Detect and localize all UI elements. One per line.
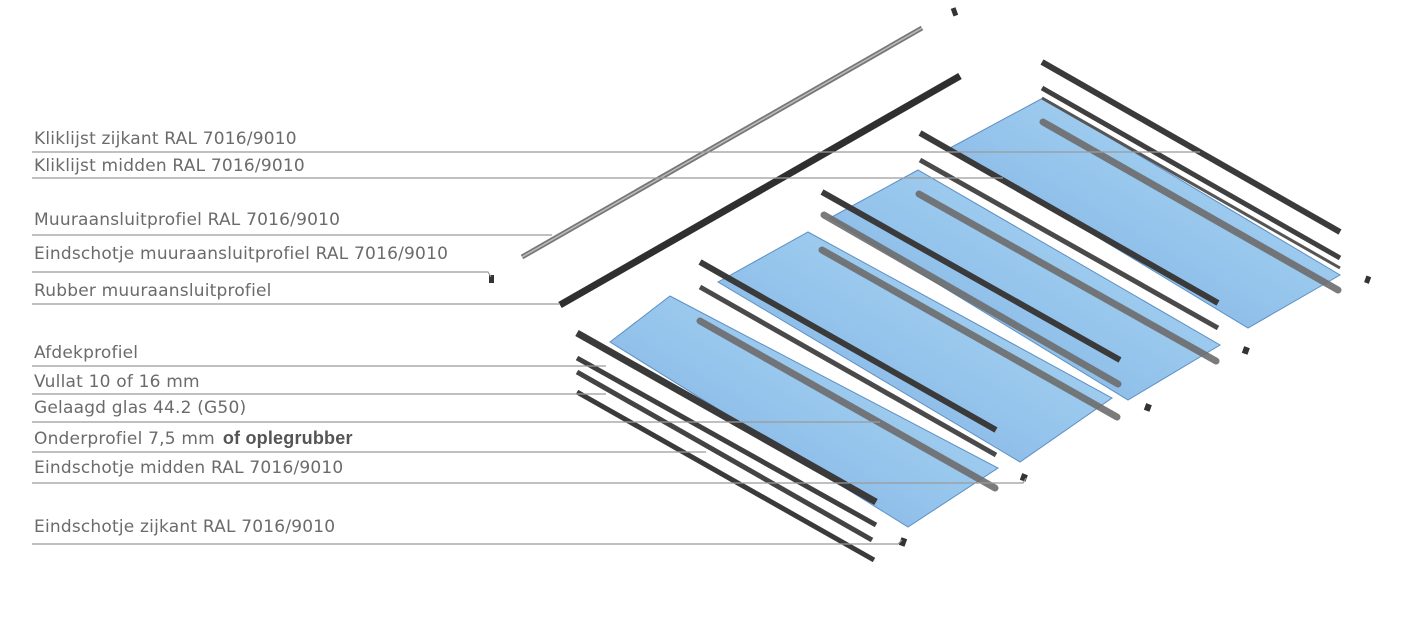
- label-text: Rubber muuraansluitprofiel: [34, 281, 272, 301]
- middle-profiles: [698, 59, 1342, 458]
- label-text: Eindschotje zijkant RAL 7016/9010: [34, 517, 336, 537]
- vullat-midden-3: [918, 157, 1220, 331]
- label-text: Afdekprofiel: [34, 343, 139, 363]
- endcap-midden-1: [1019, 473, 1028, 482]
- glass-strip-1: [696, 317, 999, 492]
- leader-eindschotje-zijkant: [32, 539, 903, 545]
- leader-eindschotje-muuraansluit: [32, 271, 492, 278]
- label-text: Gelaagd glas 44.2 (G50): [34, 398, 247, 418]
- label-rubber-muuraansluitprofiel: Rubber muuraansluitprofiel: [34, 281, 272, 301]
- kliklijst-midden-2: [820, 189, 1122, 363]
- label-gelaagd-glas: Gelaagd glas 44.2 (G50): [34, 398, 246, 418]
- label-muuraansluitprofiel: Muuraansluitprofiel RAL 7016/9010: [34, 210, 340, 230]
- eindschotje-zijkant-front: [575, 389, 876, 563]
- glass-panels: [609, 97, 1341, 528]
- label-kliklijst-zijkant: Kliklijst zijkant RAL 7016/9010: [34, 129, 297, 149]
- glass-strip-2: [818, 246, 1121, 421]
- glass-panel-2: [716, 231, 1113, 463]
- vullat-front: [575, 355, 878, 528]
- label-eindschotje-muuraansluitprofiel: Eindschotje muuraansluitprofiel RAL 7016…: [34, 244, 448, 264]
- label-text: Eindschotje muuraansluitprofiel RAL 7016…: [34, 244, 449, 264]
- label-vullat: Vullat 10 of 16 mm: [34, 372, 200, 392]
- label-text: Kliklijst midden RAL 7016/9010: [34, 156, 305, 176]
- kliklijst-loose-inner: [521, 27, 923, 258]
- kliklijst-midden-1: [698, 259, 998, 433]
- end-caps: [489, 7, 1372, 547]
- label-kliklijst-midden: Kliklijst midden RAL 7016/9010: [34, 156, 305, 176]
- kliklijst-zijkant-back: [1040, 59, 1342, 235]
- onderprofiel-front: [575, 369, 874, 543]
- endcap-top: [950, 7, 959, 17]
- endcap-zijkant: [898, 537, 908, 547]
- glass-panel-4: [948, 97, 1341, 329]
- glass-strips: [696, 118, 1342, 492]
- endcap-midden-3: [1241, 346, 1250, 355]
- endcap-right: [1364, 275, 1372, 284]
- afdekprofiel-front: [575, 329, 878, 506]
- label-text: Muuraansluitprofiel RAL 7016/9010: [34, 210, 341, 230]
- onderprofiel-back: [1041, 96, 1341, 270]
- muuraansluitprofiel: [558, 72, 962, 309]
- endcap-midden-2: [1143, 403, 1152, 412]
- label-text: Vullat 10 of 16 mm: [34, 372, 200, 392]
- glass-strip-3: [915, 190, 1220, 365]
- label-text: Eindschotje midden RAL 7016/9010: [34, 458, 344, 478]
- kliklijst-midden-3: [918, 130, 1220, 306]
- label-eindschotje-zijkant: Eindschotje zijkant RAL 7016/9010: [34, 517, 335, 537]
- vullat-back: [1040, 85, 1342, 261]
- leader-eindschotje-midden: [32, 477, 1027, 484]
- label-text: Kliklijst zijkant RAL 7016/9010: [34, 129, 297, 149]
- leader-lines: [32, 151, 1200, 545]
- vullat-midden-1: [698, 284, 998, 458]
- glass-strip-4: [1039, 118, 1342, 294]
- front-profiles: [575, 329, 878, 563]
- endcap-muuraansluit: [489, 275, 494, 283]
- label-afdekprofiel: Afdekprofiel: [34, 343, 138, 363]
- label-eindschotje-midden: Eindschotje midden RAL 7016/9010: [34, 458, 343, 478]
- wall-profiles: [520, 25, 962, 309]
- label-text: Onderprofiel 7,5 mm: [34, 429, 215, 449]
- glass-strip-2b: [820, 211, 1122, 388]
- glass-panel-3: [829, 169, 1221, 401]
- label-onderprofiel: Onderprofiel 7,5 mm of oplegrubber: [34, 428, 353, 449]
- label-extra: of oplegrubber: [222, 428, 353, 448]
